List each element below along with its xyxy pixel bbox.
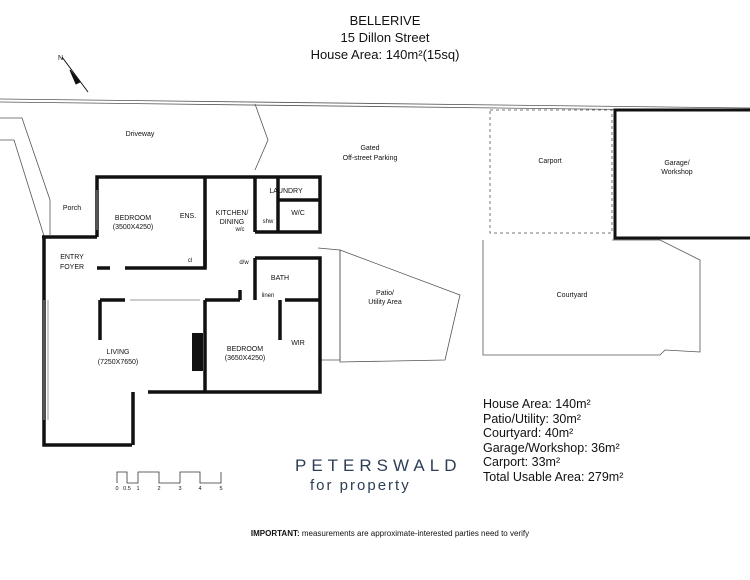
label-carport: Carport <box>538 158 561 165</box>
label-shw: shw <box>263 219 274 225</box>
label-porch: Porch <box>63 205 81 212</box>
disclaimer-text: measurements are approximate-interested … <box>299 529 530 538</box>
label-bedroom2: BEDROOM <box>227 346 263 353</box>
area-line: House Area: 140m² <box>483 397 591 411</box>
label-foyer: FOYER <box>60 264 84 271</box>
label-bedroom1-size: (3500X4250) <box>113 224 153 231</box>
label-courtyard: Courtyard <box>557 292 588 299</box>
label-entry: ENTRY <box>60 254 84 261</box>
scale-tick: 2 <box>157 486 160 492</box>
scale-tick: 1 <box>136 486 139 492</box>
disclaimer: IMPORTANT: measurements are approximate-… <box>0 529 750 538</box>
label-wc: W/C <box>291 210 305 217</box>
label-laundry: LAUNDRY <box>269 188 303 195</box>
north-arrow-icon: N <box>58 55 89 93</box>
label-dw: d/w <box>239 260 249 266</box>
area-line: Courtyard: 40m² <box>483 426 574 440</box>
label-garage: Garage/ <box>664 160 689 167</box>
carport-outline <box>489 109 613 234</box>
label-bedroom2-size: (3650X4250) <box>225 355 265 362</box>
label-ensuite: ENS. <box>180 213 196 220</box>
scale-tick: 4 <box>198 486 201 492</box>
label-driveway: Driveway <box>126 131 155 138</box>
plan-house-area: House Area: 140m²(15sq) <box>310 47 460 62</box>
disclaimer-label: IMPORTANT: <box>250 529 300 538</box>
label-cl: cl <box>188 258 192 264</box>
plan-suburb: BELLERIVE <box>349 13 421 28</box>
label-wir: WIR <box>291 340 305 347</box>
garage-walls <box>613 108 750 240</box>
area-line: Carport: 33m² <box>483 455 561 469</box>
label-living-size: (7250X7650) <box>98 359 138 366</box>
house-walls <box>42 175 322 447</box>
scale-tick: 0 <box>115 486 118 492</box>
scale-bar: 0 0.5 1 2 3 4 5 <box>115 471 223 492</box>
logo-name: PETERSWALD <box>295 456 462 475</box>
label-linen: linen <box>262 293 275 299</box>
label-patio: Patio/ <box>376 290 394 297</box>
label-dining: DINING <box>220 219 245 226</box>
label-wc-small: w/c <box>235 227 245 233</box>
label-workshop: Workshop <box>661 169 692 176</box>
plan-address: 15 Dillon Street <box>340 30 430 45</box>
label-utility: Utility Area <box>368 299 402 306</box>
label-bath: BATH <box>271 275 289 282</box>
area-line: Patio/Utility: 30m² <box>483 411 581 426</box>
svg-text:N: N <box>58 55 63 62</box>
logo-tagline: for property <box>310 477 411 494</box>
label-kitchen: KITCHEN/ <box>216 210 249 217</box>
scale-tick: 5 <box>219 486 222 492</box>
label-bedroom1: BEDROOM <box>115 215 151 222</box>
label-gated: Gated <box>360 145 379 152</box>
scale-tick: 0.5 <box>123 486 131 492</box>
chimney <box>192 333 203 371</box>
label-parking: Off-street Parking <box>343 155 398 162</box>
scale-tick: 3 <box>178 486 181 492</box>
area-line: Garage/Workshop: 36m² <box>483 440 620 455</box>
label-living: LIVING <box>107 349 130 356</box>
area-line: Total Usable Area: 279m² <box>483 469 624 484</box>
area-summary: House Area: 140m² Patio/Utility: 30m² Co… <box>483 397 623 484</box>
